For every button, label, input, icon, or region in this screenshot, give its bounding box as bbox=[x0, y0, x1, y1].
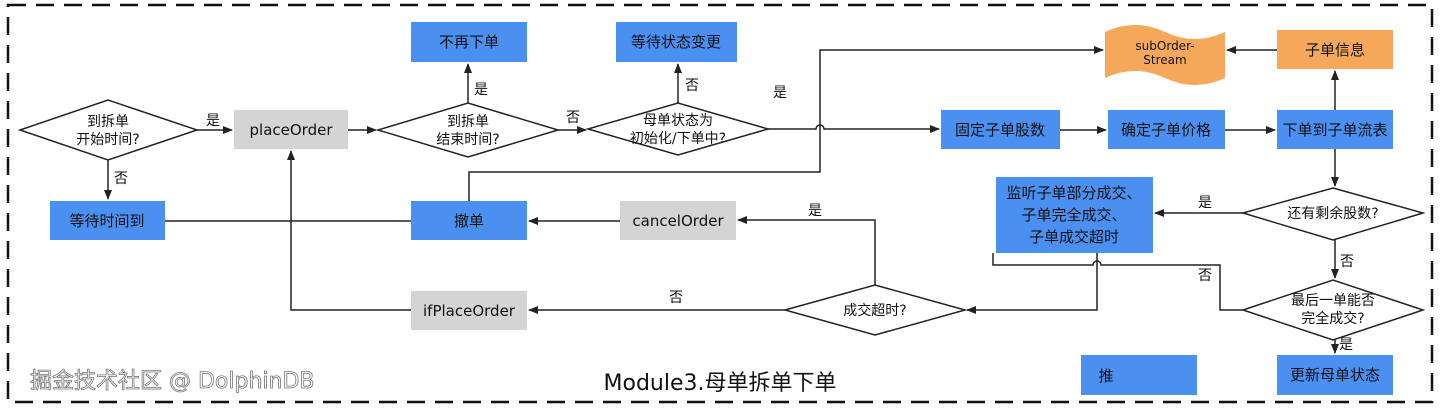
svg-text:等待时间到: 等待时间到 bbox=[69, 212, 144, 230]
edge-label-no: 否 bbox=[1340, 254, 1354, 270]
svg-text:开始时间?: 开始时间? bbox=[76, 132, 139, 148]
edge-label-yes: 是 bbox=[1198, 195, 1212, 211]
decision-start-time: 到拆单 开始时间? bbox=[17, 99, 200, 161]
diagram-title: Module3.母单拆单下单 bbox=[604, 371, 837, 396]
node-write-stream: 下单到子单流表 bbox=[1277, 110, 1393, 149]
svg-text:最后一单能否: 最后一单能否 bbox=[1291, 293, 1375, 309]
svg-text:更新母单状态: 更新母单状态 bbox=[1290, 366, 1380, 384]
node-cancel-order: cancelOrder bbox=[620, 201, 736, 240]
svg-text:subOrder-: subOrder- bbox=[1135, 39, 1194, 53]
node-suborder-info: 子单信息 bbox=[1277, 30, 1393, 69]
svg-text:placeOrder: placeOrder bbox=[250, 121, 334, 139]
node-suborder-stream: subOrder- Stream bbox=[1105, 25, 1225, 85]
edge-label-no: 否 bbox=[685, 78, 699, 94]
svg-text:固定子单股数: 固定子单股数 bbox=[955, 121, 1045, 139]
svg-text:推: 推 bbox=[1098, 367, 1113, 385]
node-no-more-order: 不再下单 bbox=[411, 22, 527, 62]
svg-text:成交超时?: 成交超时? bbox=[843, 302, 906, 319]
svg-text:下单到子单流表: 下单到子单流表 bbox=[1282, 121, 1387, 139]
decision-timeout: 成交超时? bbox=[782, 284, 968, 336]
svg-text:子单信息: 子单信息 bbox=[1305, 41, 1365, 59]
decision-end-time: 到拆单 结束时间? bbox=[375, 102, 561, 158]
svg-text:结束时间?: 结束时间? bbox=[436, 132, 499, 148]
edges bbox=[104, 46, 1339, 354]
svg-text:子单成交超时: 子单成交超时 bbox=[1029, 228, 1119, 246]
decision-remaining: 还有剩余股数? bbox=[1240, 187, 1426, 241]
node-push: 推 bbox=[1081, 355, 1197, 395]
svg-text:初始化/下单中?: 初始化/下单中? bbox=[630, 130, 726, 147]
decision-order-state: 母单状态为 初始化/下单中? bbox=[585, 102, 771, 156]
edge-label-yes: 是 bbox=[474, 82, 488, 98]
node-fix-price: 确定子单价格 bbox=[1108, 110, 1225, 149]
edge-label-no: 否 bbox=[566, 110, 580, 126]
edge-label-yes: 是 bbox=[808, 203, 822, 219]
svg-text:还有剩余股数?: 还有剩余股数? bbox=[1287, 205, 1378, 222]
svg-text:到拆单: 到拆单 bbox=[87, 114, 129, 130]
edge-label-yes: 是 bbox=[206, 113, 220, 129]
node-if-place-order: ifPlaceOrder bbox=[411, 291, 527, 330]
edge-label-no: 否 bbox=[1198, 268, 1212, 284]
node-fix-qty: 固定子单股数 bbox=[941, 110, 1060, 149]
module-border bbox=[6, 3, 1434, 404]
svg-text:确定子单价格: 确定子单价格 bbox=[1121, 121, 1211, 139]
svg-text:ifPlaceOrder: ifPlaceOrder bbox=[423, 302, 516, 320]
edge-label-no: 否 bbox=[669, 290, 683, 306]
node-place-order: placeOrder bbox=[234, 110, 348, 149]
edge-label-yes: 是 bbox=[1339, 337, 1353, 353]
svg-text:cancelOrder: cancelOrder bbox=[632, 212, 724, 230]
decision-last-order: 最后一单能否 完全成交? bbox=[1240, 279, 1426, 341]
svg-text:不再下单: 不再下单 bbox=[439, 33, 499, 51]
node-wait-time: 等待时间到 bbox=[50, 201, 165, 240]
svg-text:撤单: 撤单 bbox=[454, 212, 484, 230]
svg-text:子单完全成交、: 子单完全成交、 bbox=[1021, 206, 1126, 224]
svg-text:监听子单部分成交、: 监听子单部分成交、 bbox=[1006, 184, 1141, 202]
watermark: 掘金技术社区 @ DolphinDB bbox=[30, 369, 315, 394]
edge-label-yes: 是 bbox=[773, 85, 787, 101]
node-cancel: 撤单 bbox=[411, 201, 527, 240]
node-update-state: 更新母单状态 bbox=[1277, 355, 1393, 395]
edge-label-no: 否 bbox=[114, 171, 128, 187]
svg-text:到拆单: 到拆单 bbox=[447, 114, 489, 130]
svg-text:等待状态变更: 等待状态变更 bbox=[631, 33, 721, 51]
svg-text:Stream: Stream bbox=[1143, 53, 1186, 67]
node-listen: 监听子单部分成交、 子单完全成交、 子单成交超时 bbox=[996, 177, 1153, 253]
node-wait-state-change: 等待状态变更 bbox=[616, 22, 737, 62]
svg-text:母单状态为: 母单状态为 bbox=[643, 113, 713, 129]
svg-text:完全成交?: 完全成交? bbox=[1301, 310, 1364, 327]
